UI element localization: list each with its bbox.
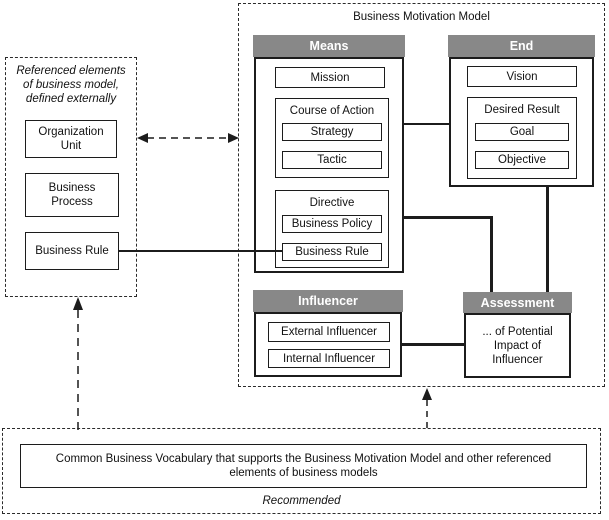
internal-influencer-node: Internal Influencer <box>268 349 390 368</box>
directive-label: Directive <box>309 197 355 209</box>
double-arrow-external-bmm <box>137 133 239 143</box>
bmm-title: Business Motivation Model <box>353 11 490 23</box>
arrow-up-to-bmm <box>422 388 432 430</box>
vocabulary-box: Common Business Vocabulary that supports… <box>20 444 587 488</box>
organization-unit-label: Organization Unit <box>38 126 104 152</box>
vision-node: Vision <box>467 66 577 87</box>
desired-result-label: Desired Result <box>484 104 560 116</box>
influencer-header: Influencer <box>253 290 403 312</box>
external-title-line: defined externally <box>25 93 117 105</box>
course-of-action-label: Course of Action <box>289 105 375 117</box>
external-title-line: Referenced elements <box>16 65 126 77</box>
tactic-node: Tactic <box>282 151 382 169</box>
vocabulary-text-line: Common Business Vocabulary that supports… <box>55 453 552 465</box>
strategy-node: Strategy <box>282 123 382 141</box>
business-process-label: Business Process <box>48 182 96 208</box>
vocabulary-text-line: elements of business models <box>229 467 378 479</box>
connector-coa-desired-result <box>404 123 450 125</box>
assessment-text-line: Impact of <box>493 339 542 352</box>
connector-directive-assessment-h <box>404 216 493 219</box>
external-title-line: of business model, <box>23 79 119 91</box>
external-influencer-node: External Influencer <box>268 322 390 342</box>
end-header: End <box>448 35 595 57</box>
assessment-header: Assessment <box>463 292 572 313</box>
organization-unit-node: Organization Unit <box>25 120 117 158</box>
assessment-body: ... of Potential Impact of Influencer <box>464 313 571 378</box>
external-elements-box <box>5 57 137 297</box>
goal-node: Goal <box>475 123 569 141</box>
recommended-label: Recommended <box>262 495 341 507</box>
vocabulary-container <box>2 428 601 514</box>
means-header: Means <box>253 35 405 57</box>
objective-node: Objective <box>475 151 569 169</box>
assessment-text-line: ... of Potential <box>482 325 553 338</box>
connector-directive-assessment-v <box>490 216 493 292</box>
business-rule-node: Business Rule <box>282 243 382 261</box>
business-rule-external-label: Business Rule <box>35 245 109 257</box>
bmm-container <box>238 3 605 387</box>
business-process-node: Business Process <box>25 173 119 217</box>
external-elements-title: Referenced elements of business model, d… <box>7 64 135 106</box>
connector-influencer-assessment <box>402 343 464 346</box>
assessment-text-line: Influencer <box>492 353 543 366</box>
business-rule-external-node: Business Rule <box>25 232 119 270</box>
business-policy-node: Business Policy <box>282 215 382 233</box>
mission-node: Mission <box>275 67 385 88</box>
arrow-up-to-external <box>73 297 83 430</box>
connector-end-assessment <box>546 187 549 292</box>
connector-business-rule <box>119 250 282 252</box>
